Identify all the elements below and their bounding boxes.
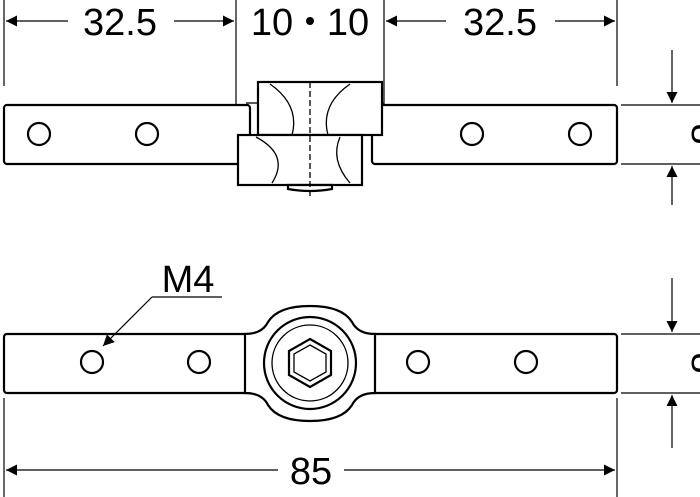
hex-socket-icon [287,337,333,389]
side-view [2,80,619,197]
dim-overall-85: 85 [290,451,332,493]
plan-hole-3 [405,349,431,375]
center-dot [306,17,314,25]
dim-left-32-5: 32.5 [83,2,157,44]
side-dimension-top: 8 [621,50,700,205]
side-dimension-bottom: 8 [621,278,700,448]
side-hole-3 [459,121,485,147]
overall-dimension: 85 [3,398,618,497]
side-hole-4 [567,121,593,147]
plan-view [2,304,619,423]
dim-center-left-10: 10 [251,2,293,44]
top-dimension-row: 32.5 10 10 32.5 [3,0,618,104]
dim-center-right-10: 10 [327,2,369,44]
dim-side-8-bottom: 8 [683,352,700,373]
dim-right-32-5: 32.5 [463,2,537,44]
dim-side-8-top: 8 [683,123,700,144]
plan-hole-2 [186,349,212,375]
plan-hole-1 [79,349,105,375]
lower-joint-block [236,133,364,187]
side-hole-2 [134,121,160,147]
plan-hole-4 [513,349,539,375]
bolt-head [286,183,334,193]
thread-callout: M4 [102,259,222,347]
side-hole-1 [26,121,52,147]
callout-m4: M4 [162,259,215,301]
